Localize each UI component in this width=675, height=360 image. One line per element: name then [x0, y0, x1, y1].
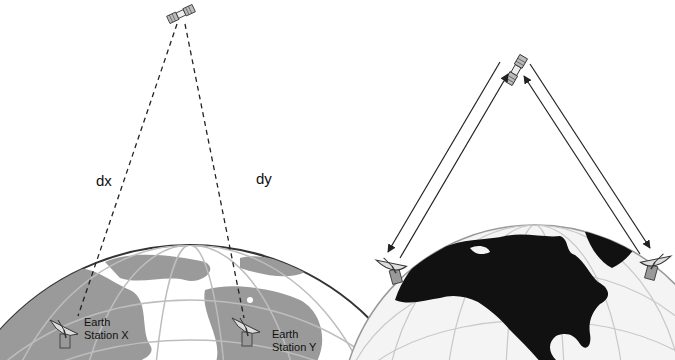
range-line: [78, 24, 177, 316]
signal-arrows: [388, 62, 650, 258]
station-label: Earth Station X: [84, 316, 142, 341]
globe: [340, 225, 675, 360]
satellite: [504, 54, 527, 85]
range-line: [185, 24, 244, 318]
station-label: Earth Station Y: [272, 328, 328, 353]
distance-label: dx: [96, 172, 112, 189]
distance-label: dy: [256, 170, 272, 187]
satellite: [167, 4, 196, 23]
